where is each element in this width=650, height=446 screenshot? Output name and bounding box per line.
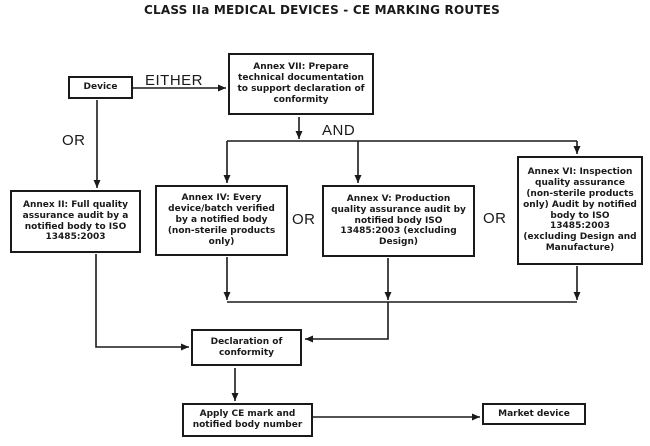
label-and: AND: [322, 122, 356, 139]
label-or-between-annex-v-vi: OR: [483, 210, 507, 227]
node-annex-vi: Annex VI: Inspection quality assurance (…: [517, 156, 643, 265]
node-device: Device: [68, 76, 133, 99]
node-annex-v: Annex V: Production quality assurance au…: [322, 185, 475, 257]
node-market-device: Market device: [482, 403, 586, 425]
label-or-left-branch: OR: [62, 132, 86, 149]
diagram-title: CLASS IIa MEDICAL DEVICES - CE MARKING R…: [144, 3, 500, 17]
node-annex-ii: Annex II: Full quality assurance audit b…: [10, 190, 141, 253]
node-annex-iv: Annex IV: Every device/batch verified by…: [155, 185, 288, 256]
node-annex-vii: Annex VII: Prepare technical documentati…: [228, 53, 374, 115]
node-apply-ce-mark: Apply CE mark and notified body number: [182, 403, 313, 437]
node-declaration-of-conformity: Declaration of conformity: [191, 329, 302, 366]
label-either: EITHER: [145, 72, 204, 89]
label-or-between-annex-iv-v: OR: [292, 211, 316, 228]
